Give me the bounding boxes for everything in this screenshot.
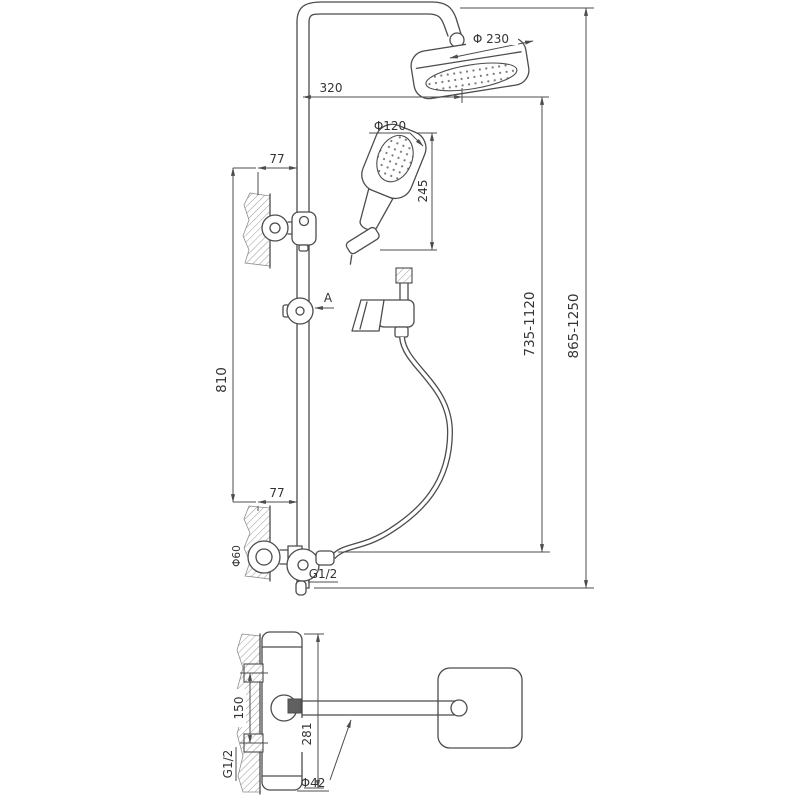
handshower-spray-face (376, 134, 414, 183)
bracket-flange-hub (269, 222, 281, 234)
hand-shower (345, 123, 427, 265)
label-escutcheon-diameter: Φ60 (231, 545, 243, 567)
dim-adjustable-height: 735-1120 (338, 96, 550, 553)
label-handshower-diameter: Φ120 (374, 119, 406, 133)
label-backing-150 (231, 689, 246, 727)
label-backing-281 (301, 718, 315, 752)
label-arm-width: 320 (320, 81, 343, 95)
mixer-escutcheon-hub (255, 548, 273, 566)
dim-inlet-spacing: 150 (231, 672, 268, 744)
label-inlet-spacing: 150 (232, 697, 246, 720)
arm-inner-curve (308, 13, 449, 37)
bracket-pivot (298, 215, 310, 227)
dim-line-head-diameter (449, 40, 534, 59)
shower-hose (330, 336, 454, 560)
dim-head-diameter: Φ 230 (449, 32, 534, 59)
holder-cone-line (359, 301, 368, 330)
mixer-handle-hub (297, 559, 309, 571)
clip-hook (349, 254, 353, 265)
label-inlet-thread: G1/2 (221, 750, 235, 779)
thermostatic-mixer (247, 540, 335, 596)
spout-end (450, 699, 468, 717)
label-body-length: 281 (300, 723, 314, 746)
label-handshower-length: 245 (416, 180, 430, 203)
front-view (242, 1, 530, 596)
dim-bottom-bracket-offset: 77 (257, 486, 298, 511)
mixer-outlet (315, 550, 335, 566)
holder-hose-nipple (394, 326, 409, 338)
section-marker-a: A (314, 291, 334, 311)
hose-outer (330, 336, 454, 560)
dim-handshower-length: 245 (380, 132, 437, 251)
slider-hub (295, 306, 305, 316)
mixer-front-view: 150 281 G1/2 Φ42 (221, 631, 523, 795)
dim-handshower-diameter: Φ120 (369, 119, 424, 147)
dim-escutcheon-diameter: Φ60 (231, 545, 243, 567)
label-bottom-bracket-offset: 77 (269, 486, 284, 500)
leader-spout-diameter (329, 719, 352, 781)
holder-cone (351, 299, 385, 332)
mixer-lever (295, 580, 307, 596)
rail-slider (282, 297, 314, 325)
dim-rail-length: 810 (214, 167, 256, 503)
label-rail-length: 810 (214, 367, 230, 393)
dim-spout-diameter: Φ42 (297, 719, 352, 792)
label-head-diameter: Φ 230 (473, 32, 509, 46)
arm-outer-curve (296, 1, 462, 35)
label-backing (466, 32, 518, 45)
holder-knob (395, 267, 413, 284)
dim-overall-height: 865-1250 (314, 7, 594, 589)
bracket-screw (298, 244, 309, 252)
dimensions-front: Φ 230 320 Φ120 245 77 (214, 7, 594, 589)
leader-arrow-handshower (409, 132, 424, 147)
hose-inner (331, 336, 452, 559)
dim-arm-width: 320 (302, 81, 549, 103)
spout-and-plate (301, 667, 523, 749)
dim-outlet-thread: G1/2 (308, 567, 338, 583)
label-spout-diameter: Φ42 (301, 776, 326, 790)
wall-hatch-top (242, 192, 271, 267)
wall-plate (437, 667, 523, 749)
clip-bar (345, 226, 380, 255)
label-section-a: A (324, 291, 333, 305)
label-adjustable-height: 735-1120 (522, 292, 538, 357)
diverter-knob (287, 698, 302, 714)
handshower-clip (345, 226, 380, 265)
head-spray-face (425, 62, 518, 92)
dim-body-length: 281 (300, 633, 324, 789)
label-outlet-thread: G1/2 (309, 567, 338, 581)
dim-inlet-thread: G1/2 (221, 747, 237, 781)
dim-top-bracket-offset: 77 (257, 152, 298, 195)
overhead-arm (296, 1, 465, 48)
handshower-holder (351, 267, 415, 338)
label-top-bracket-offset: 77 (269, 152, 284, 166)
label-overall-height: 865-1250 (566, 294, 582, 359)
rail-bracket-top (261, 211, 317, 252)
